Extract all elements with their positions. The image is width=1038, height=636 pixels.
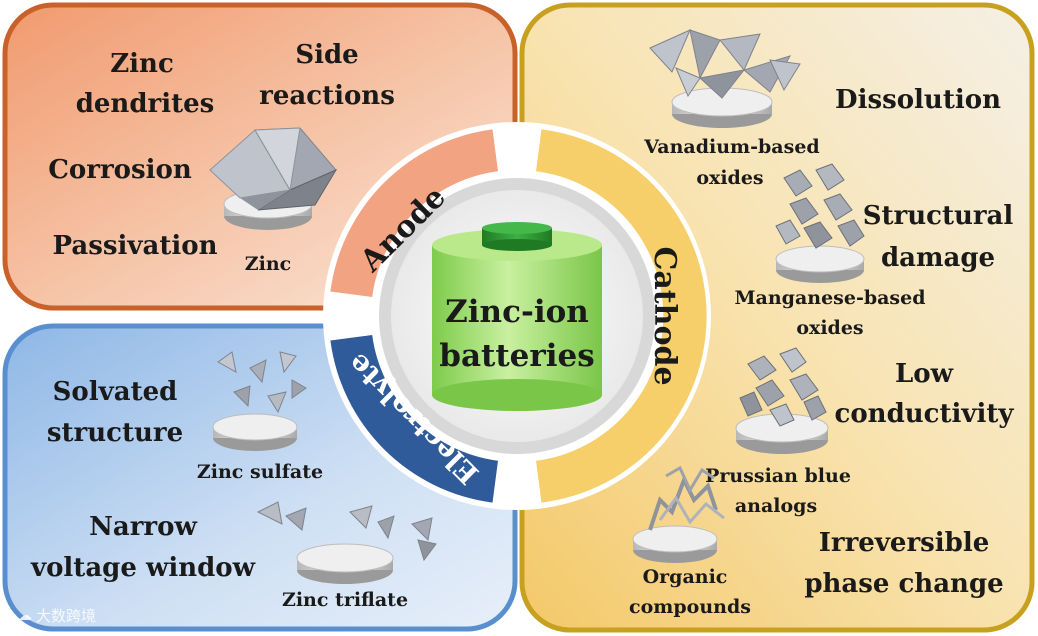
cathode-material-vanadium-l1: Vanadium-based xyxy=(643,136,819,158)
electrolyte-issue-voltage-l2: voltage window xyxy=(30,553,256,583)
anode-material-zinc: Zinc xyxy=(245,253,291,275)
anode-issue-side-reactions-l1: Side xyxy=(295,40,358,70)
cathode-issue-phase-l2: phase change xyxy=(804,569,1003,599)
zinc-triflate-icon xyxy=(256,501,437,584)
cathode-material-organic-l2: compounds xyxy=(629,596,751,618)
anode-issue-side-reactions-l2: reactions xyxy=(259,81,395,111)
ring-segment-anode xyxy=(330,129,498,297)
cathode-issue-structural-l1: Structural xyxy=(863,201,1014,231)
electrolyte-material-zinc-triflate: Zinc triflate xyxy=(282,589,408,611)
vanadium-oxide-icon xyxy=(649,29,801,128)
center-title-line1: Zinc-ion xyxy=(445,294,589,330)
prussian-blue-icon xyxy=(735,347,829,454)
watermark-logo-icon: ☁ xyxy=(18,608,32,624)
cathode-material-manganese-l2: oxides xyxy=(796,317,863,339)
cathode-material-prussian-l2: analogs xyxy=(735,495,817,517)
cathode-material-prussian-l1: Prussian blue xyxy=(705,465,851,487)
cathode-material-manganese-l1: Manganese-based xyxy=(735,287,926,309)
cathode-material-vanadium-l2: oxides xyxy=(696,167,763,189)
cathode-issue-conductivity-l2: conductivity xyxy=(835,399,1015,429)
cathode-issue-conductivity-l1: Low xyxy=(895,359,954,389)
watermark: ☁ 大数跨境 xyxy=(18,607,96,625)
anode-issue-corrosion: Corrosion xyxy=(48,155,192,185)
zinc-sulfate-icon xyxy=(212,351,307,451)
electrolyte-material-zinc-sulfate: Zinc sulfate xyxy=(197,461,323,483)
watermark-text: 大数跨境 xyxy=(36,607,96,625)
cathode-issue-structural-l2: damage xyxy=(881,243,995,273)
battery-icon xyxy=(432,222,602,411)
cathode-material-organic-l1: Organic xyxy=(643,566,728,588)
electrolyte-issue-solvated-l2: structure xyxy=(47,418,183,448)
manganese-oxide-icon xyxy=(775,163,865,283)
cathode-issue-phase-l1: Irreversible xyxy=(819,528,990,558)
ring-label-cathode: Cathode xyxy=(647,246,682,385)
cathode-issue-dissolution: Dissolution xyxy=(835,85,1001,115)
anode-issue-zinc-dendrites-l1: Zinc xyxy=(110,49,174,79)
center-title-line2: batteries xyxy=(439,338,594,374)
electrolyte-issue-solvated-l1: Solvated xyxy=(53,377,178,407)
anode-issue-zinc-dendrites-l2: dendrites xyxy=(76,89,215,119)
anode-issue-passivation: Passivation xyxy=(53,231,218,261)
organic-compound-icon xyxy=(632,465,725,563)
ring-segment-cathode xyxy=(536,129,707,503)
ring-segment-electrolyte xyxy=(330,335,498,503)
electrolyte-issue-voltage-l1: Narrow xyxy=(89,512,197,542)
zinc-crystal-icon xyxy=(209,127,338,230)
